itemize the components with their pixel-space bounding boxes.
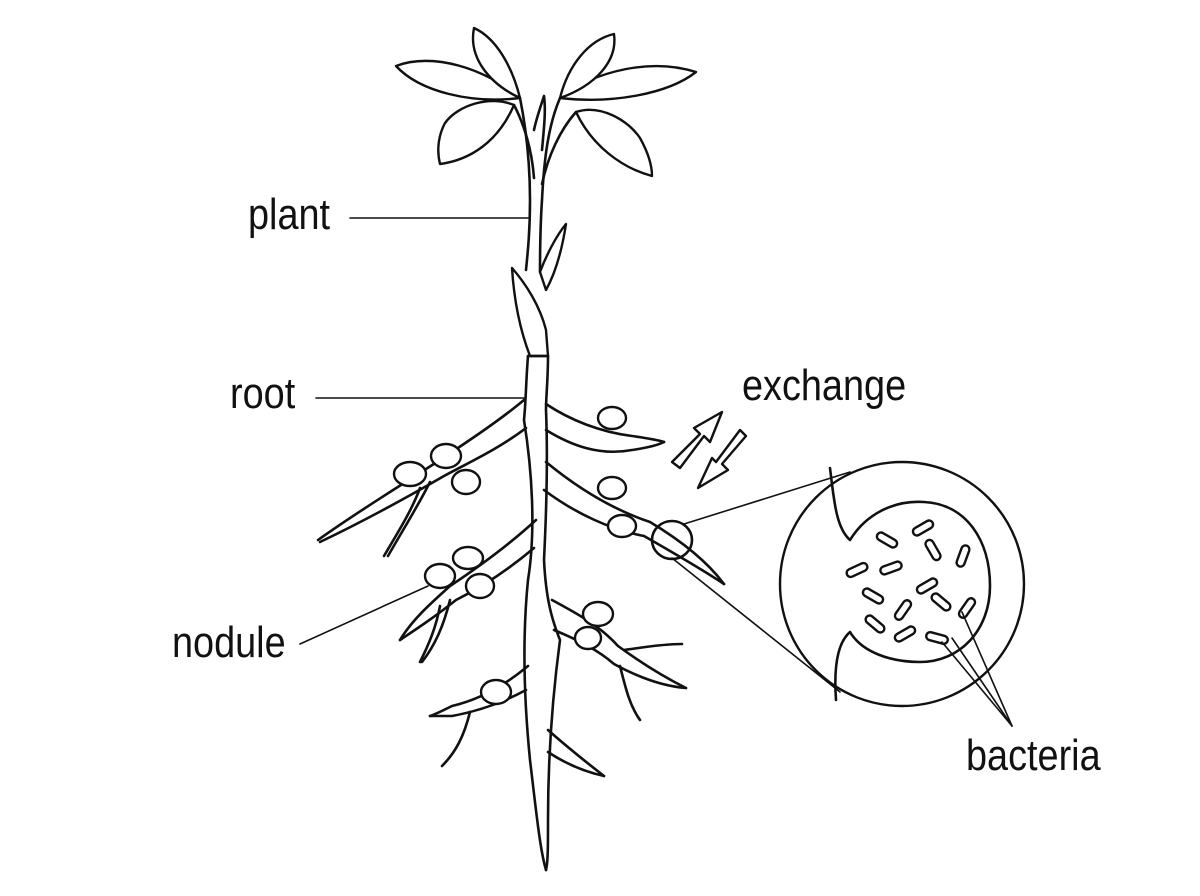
sub-root: [418, 604, 442, 664]
plant-leaves: [394, 26, 698, 178]
bacterium: [915, 577, 939, 595]
lateral-root: [542, 488, 726, 586]
exchange-label: exchange: [742, 361, 907, 410]
lateral-root: [552, 628, 688, 690]
zoom-line-top: [683, 471, 851, 525]
plant-label: plant: [248, 190, 331, 239]
bacterium: [861, 587, 885, 605]
nodule: [451, 545, 485, 571]
cotyledon-left: [510, 266, 550, 358]
bacterium: [911, 519, 935, 537]
stem-right-edge: [538, 96, 562, 274]
cotyledon-right: [538, 222, 568, 292]
bacterium: [924, 538, 942, 562]
lateral-root: [544, 460, 726, 586]
leaf: [437, 99, 516, 166]
leaf: [471, 26, 522, 100]
bacteria-leader: [951, 637, 1013, 727]
arrow-up-icon: [670, 410, 724, 470]
root-label: root: [230, 369, 296, 418]
nodule: [423, 562, 457, 590]
bacterium: [955, 544, 971, 568]
leaf: [558, 32, 616, 100]
root-system: [316, 354, 726, 872]
nodule: [464, 572, 496, 600]
nodule: [450, 468, 482, 496]
lateral-root: [546, 750, 606, 778]
lateral-root: [550, 598, 688, 690]
nodule-leader: [299, 585, 429, 645]
bacteria-group: [845, 519, 977, 646]
lateral-root: [318, 426, 528, 544]
nodule: [392, 460, 428, 488]
nodules: [392, 405, 638, 706]
lateral-root: [544, 402, 666, 444]
bacteria-leader: [961, 611, 1013, 727]
lateral-root: [546, 728, 606, 778]
sub-root: [420, 598, 452, 664]
sub-root: [382, 486, 422, 558]
bacterium: [893, 599, 913, 621]
bacterium: [875, 531, 899, 549]
nodule: [581, 600, 615, 628]
bacterium: [930, 592, 952, 612]
leaf: [394, 59, 522, 101]
lateral-root: [544, 428, 666, 454]
bacterium: [925, 630, 949, 646]
nodule: [606, 513, 638, 539]
stem-left-edge: [518, 96, 532, 272]
nodule: [596, 405, 628, 431]
stem-bud: [532, 94, 547, 152]
leaf: [574, 108, 654, 178]
root-cross-section: [828, 466, 992, 702]
bacterium: [893, 625, 917, 643]
nodule: [479, 678, 513, 706]
plant-stem: [510, 94, 578, 358]
stem-inner-right: [540, 110, 578, 186]
bacteria-label: bacteria: [966, 731, 1101, 780]
sub-root: [386, 480, 432, 558]
bacterium: [864, 614, 886, 634]
nodule: [596, 475, 628, 501]
magnified-nodule-view: [650, 460, 1026, 708]
bacterium: [879, 560, 903, 576]
zoom-line-bottom: [671, 557, 841, 693]
sub-root: [618, 664, 642, 722]
lateral-root: [428, 664, 530, 718]
arrow-down-icon: [696, 428, 748, 490]
bacterium: [845, 561, 869, 579]
nodule-label: nodule: [172, 618, 286, 667]
taproot-left: [522, 354, 548, 872]
exchange-arrows: [670, 410, 748, 490]
lateral-root: [398, 546, 536, 642]
leader-lines: [299, 217, 1013, 727]
nodule: [573, 625, 603, 651]
taproot-right: [542, 354, 562, 872]
sub-root: [440, 710, 472, 768]
sub-root: [622, 642, 684, 652]
stem-inner-left: [512, 103, 536, 180]
nodule: [429, 442, 463, 470]
bacteria-leader: [941, 641, 1013, 727]
